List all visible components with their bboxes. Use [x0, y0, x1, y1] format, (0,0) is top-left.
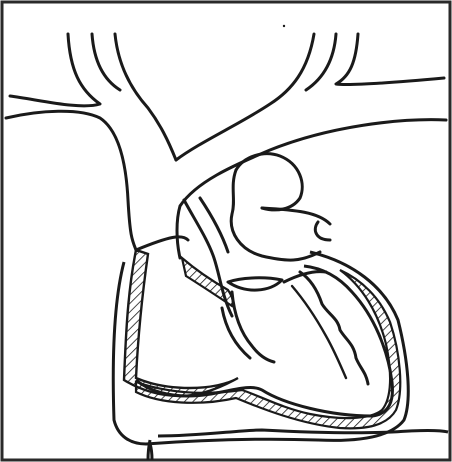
right-arch-vessel-outer — [336, 34, 444, 85]
left-atrium-lower-wall — [231, 170, 320, 260]
ascending-aorta-right — [200, 198, 228, 252]
interventricular-septum-hatched — [182, 258, 233, 306]
mitral-valve-annulus — [228, 278, 282, 290]
inferior-vena-cava-base — [158, 430, 448, 436]
right-atrium-outline — [136, 237, 188, 250]
descending-vessel-right — [148, 440, 150, 460]
aortic-arch-left-contour — [6, 111, 136, 250]
left-arch-vessel-outer — [10, 34, 100, 106]
pulmonary-vein-lower — [315, 222, 330, 240]
ink-speck — [283, 25, 285, 27]
mitral-valve-leaflet-anterior — [232, 292, 274, 362]
right-arch-vessel-mid — [306, 34, 336, 90]
right-ventricle-wall-hatched — [124, 250, 238, 396]
left-arch-vessel-inner — [115, 34, 176, 160]
papillary-muscle-trabeculae — [300, 272, 368, 384]
aortic-arch-right-contour — [177, 120, 446, 258]
left-ventricle-myocardium-hatched — [136, 270, 400, 428]
